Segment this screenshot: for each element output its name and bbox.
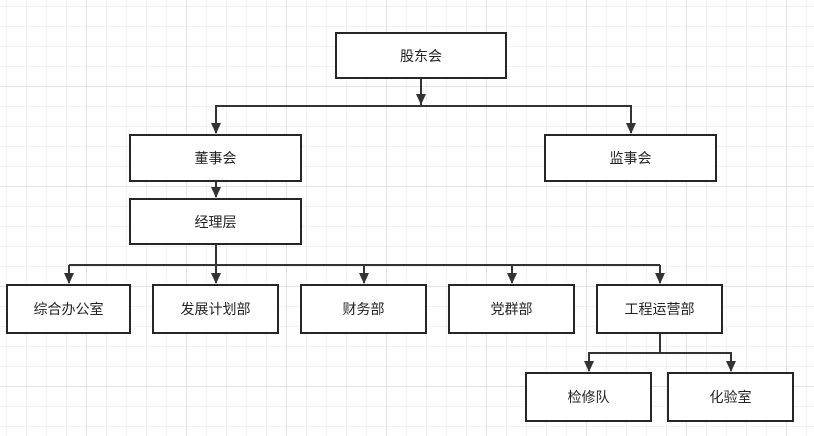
arrow-to-lab [726,361,736,372]
arrow-to-board [211,123,221,134]
arrow-to-party [507,273,517,284]
node-general-office[interactable]: 综合办公室 [6,284,131,334]
arrow-to-maintenance [584,361,594,372]
node-party[interactable]: 党群部 [448,284,575,334]
node-planning[interactable]: 发展计划部 [152,284,279,334]
node-maintenance[interactable]: 检修队 [525,372,652,422]
arrow-to-finance [359,273,369,284]
arrow-to-management [211,187,221,198]
arrow-to-supervisors [626,123,636,134]
node-management[interactable]: 经理层 [129,198,302,245]
arrow-to-planning [211,273,221,284]
arrow-to-bus-1 [416,94,426,105]
arrow-to-engineering [655,273,665,284]
connector-bus-1 [215,105,632,133]
node-lab[interactable]: 化验室 [667,372,794,422]
node-board[interactable]: 董事会 [129,134,302,182]
node-shareholders[interactable]: 股东会 [335,32,507,79]
connector-bus-3 [588,352,732,371]
node-supervisors[interactable]: 监事会 [544,134,717,182]
node-engineering[interactable]: 工程运营部 [596,284,723,334]
node-finance[interactable]: 财务部 [300,284,427,334]
arrow-to-general_office [64,273,74,284]
